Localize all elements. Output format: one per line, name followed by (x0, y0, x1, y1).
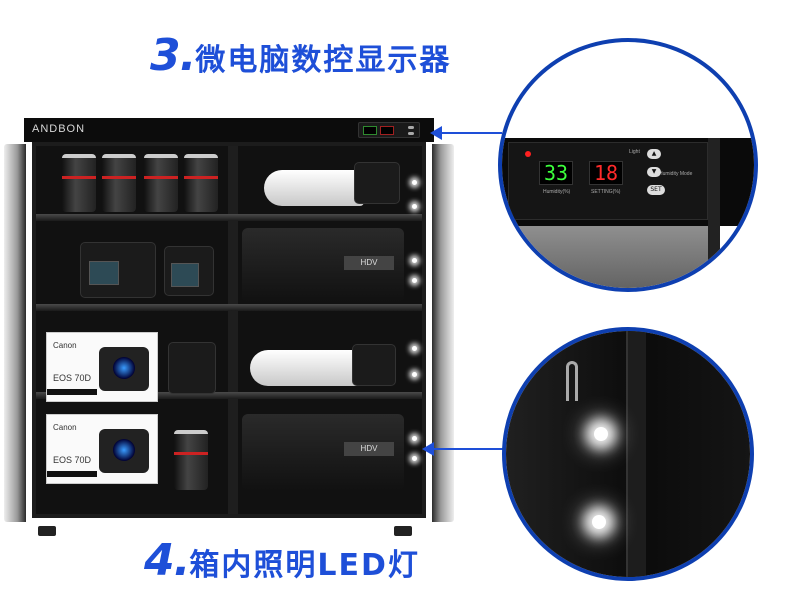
cabinet-top: ANDBON (24, 118, 434, 142)
box-model: EOS 70D (53, 455, 92, 465)
cabinet-brand: ANDBON (32, 123, 86, 135)
display-heading: 3. 微电脑数控显示器 (150, 30, 451, 81)
cabinet-interior: HDV Canon EOS 70D Canon EOS 70D HDV (32, 142, 426, 518)
camera-screen (171, 263, 199, 287)
camcorder-icon: HDV (242, 228, 404, 302)
led-heading: 4. 箱内照明LED灯 (144, 535, 420, 586)
cabinet-mini-display (358, 122, 420, 138)
camcorder-label: HDV (344, 442, 394, 456)
cabinet-frame (626, 331, 646, 577)
led-heading-number: 4. (144, 535, 190, 586)
telephoto-lens-icon (264, 170, 364, 206)
power-indicator-icon (525, 151, 531, 157)
setting-label: SETTING(%) (591, 189, 621, 195)
lens-icon (184, 154, 218, 212)
hook-icon (566, 361, 578, 401)
mini-button-down (408, 132, 414, 135)
led-light-icon (412, 278, 417, 283)
center-divider (228, 146, 238, 514)
lens-icon (174, 430, 208, 490)
set-button: SET (647, 185, 665, 195)
camcorder-icon: HDV (242, 414, 404, 490)
cabinet-frame (708, 138, 720, 288)
led-light-icon (412, 436, 417, 441)
led-light-icon (412, 456, 417, 461)
door-right (432, 144, 454, 522)
dslr-camera-icon (80, 242, 156, 298)
box-model: EOS 70D (53, 373, 92, 383)
display-heading-text: 微电脑数控显示器 (195, 43, 452, 78)
camera-screen (89, 261, 119, 285)
dslr-camera-icon (164, 246, 214, 296)
control-panel: 33 18 Humidity(%) SETTING(%) Light Humid… (508, 142, 708, 220)
shelf-1 (36, 214, 422, 221)
led-light-icon (412, 180, 417, 185)
mini-setting-digit (380, 126, 394, 135)
lens-icon (144, 154, 178, 212)
box-strip (47, 389, 97, 395)
box-strip (47, 471, 97, 477)
camera-photo-icon (99, 429, 149, 473)
up-button: ▲ (647, 149, 661, 159)
shelf-3 (36, 392, 422, 399)
humidity-display: 33 (539, 161, 573, 185)
camera-body-icon (352, 344, 396, 386)
camera-photo-icon (99, 347, 149, 391)
dslr-camera-icon (168, 342, 216, 394)
lens-icon (62, 154, 96, 212)
led-light-icon (412, 372, 417, 377)
product-box: Canon EOS 70D (46, 332, 158, 402)
product-box: Canon EOS 70D (46, 414, 158, 484)
lens-icon (102, 154, 136, 212)
door-glass (508, 226, 708, 288)
shelf-2 (36, 304, 422, 311)
led-light-icon (594, 427, 608, 441)
box-brand: Canon (53, 423, 77, 432)
cabinet-foot (38, 526, 56, 536)
zoom-led-lights (502, 327, 754, 581)
box-brand: Canon (53, 341, 77, 350)
down-button: ▼ (647, 167, 661, 177)
led-light-icon (412, 204, 417, 209)
telephoto-lens-icon (250, 350, 360, 386)
arrow-left-icon (422, 442, 504, 456)
arrow-left-icon (430, 126, 502, 140)
led-light-icon (412, 346, 417, 351)
setting-display: 18 (589, 161, 623, 185)
camera-body-icon (354, 162, 400, 204)
mini-button-up (408, 126, 414, 129)
light-label: Light (629, 149, 640, 155)
mini-humidity-digit (363, 126, 377, 135)
cabinet-foot (394, 526, 412, 536)
humidity-label: Humidity(%) (543, 189, 571, 195)
door-left (4, 144, 26, 522)
zoom-display-panel: 33 18 Humidity(%) SETTING(%) Light Humid… (498, 38, 758, 292)
led-light-icon (592, 515, 606, 529)
mode-label: Humidity Mode (659, 171, 693, 177)
display-heading-number: 3. (150, 30, 196, 81)
led-light-icon (412, 258, 417, 263)
dry-cabinet: ANDBON HDV (4, 118, 454, 536)
camcorder-label: HDV (344, 256, 394, 270)
led-heading-text: 箱内照明LED灯 (189, 548, 420, 583)
